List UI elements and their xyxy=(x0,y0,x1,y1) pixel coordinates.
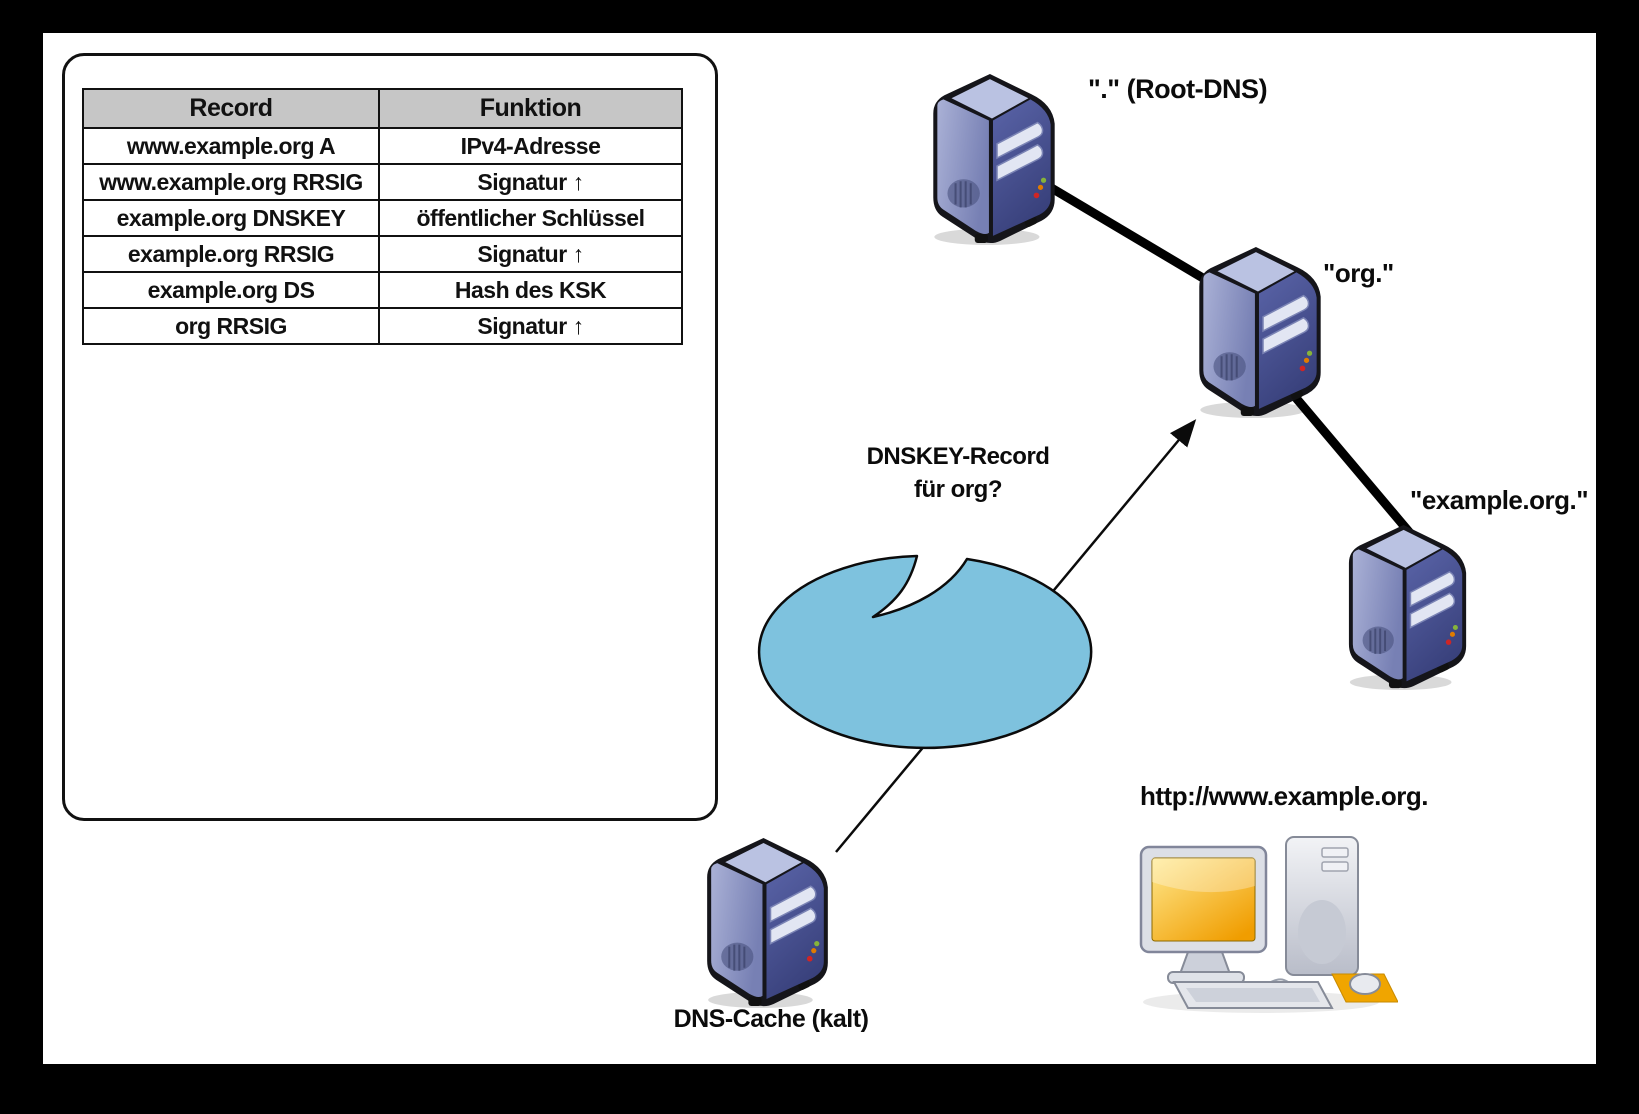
speech-bubble-line1: DNSKEY-Record xyxy=(866,443,1050,470)
table-cell: öffentlicher Schlüssel xyxy=(378,199,683,237)
table-header-record: Record xyxy=(82,88,380,129)
speech-bubble-line2: für org? xyxy=(914,476,1002,503)
server-icon-example-dns xyxy=(1343,523,1474,691)
server-icon-org-dns xyxy=(1194,245,1328,419)
table-cell: example.org RRSIG xyxy=(82,235,380,273)
label-example-dns: "example.org." xyxy=(1410,485,1589,515)
table-cell: www.example.org A xyxy=(82,127,380,165)
table-cell: Signatur ↑ xyxy=(378,163,683,201)
server-icon-root-dns xyxy=(928,72,1062,246)
table-cell: Signatur ↑ xyxy=(378,235,683,273)
label-root-dns: "." (Root-DNS) xyxy=(1088,74,1268,104)
server-icon-dns-cache xyxy=(700,836,837,1009)
monitor-icon xyxy=(1139,845,1268,984)
table-cell: example.org DNSKEY xyxy=(82,199,380,237)
table-header-row: Record Funktion xyxy=(82,88,683,129)
label-org-dns: "org." xyxy=(1323,258,1394,288)
label-dns-cache: DNS-Cache (kalt) xyxy=(673,1005,869,1033)
table-cell: org RRSIG xyxy=(82,307,380,345)
table-cell: IPv4-Adresse xyxy=(378,127,683,165)
table-cell: Hash des KSK xyxy=(378,271,683,309)
label-client-url: http://www.example.org. xyxy=(1140,781,1429,811)
table-cell: www.example.org RRSIG xyxy=(82,163,380,201)
computer-tower-icon xyxy=(1285,836,1359,976)
table-cell: example.org DS xyxy=(82,271,380,309)
table-cell: Signatur ↑ xyxy=(378,307,683,345)
table-header-funktion: Funktion xyxy=(378,88,683,129)
desktop-computer-icon xyxy=(1139,836,1398,1013)
keyboard-icon xyxy=(1172,981,1334,1009)
speech-bubble-text: DNSKEY-Record für org? xyxy=(822,440,1094,506)
mouse-icon xyxy=(1331,973,1398,1003)
